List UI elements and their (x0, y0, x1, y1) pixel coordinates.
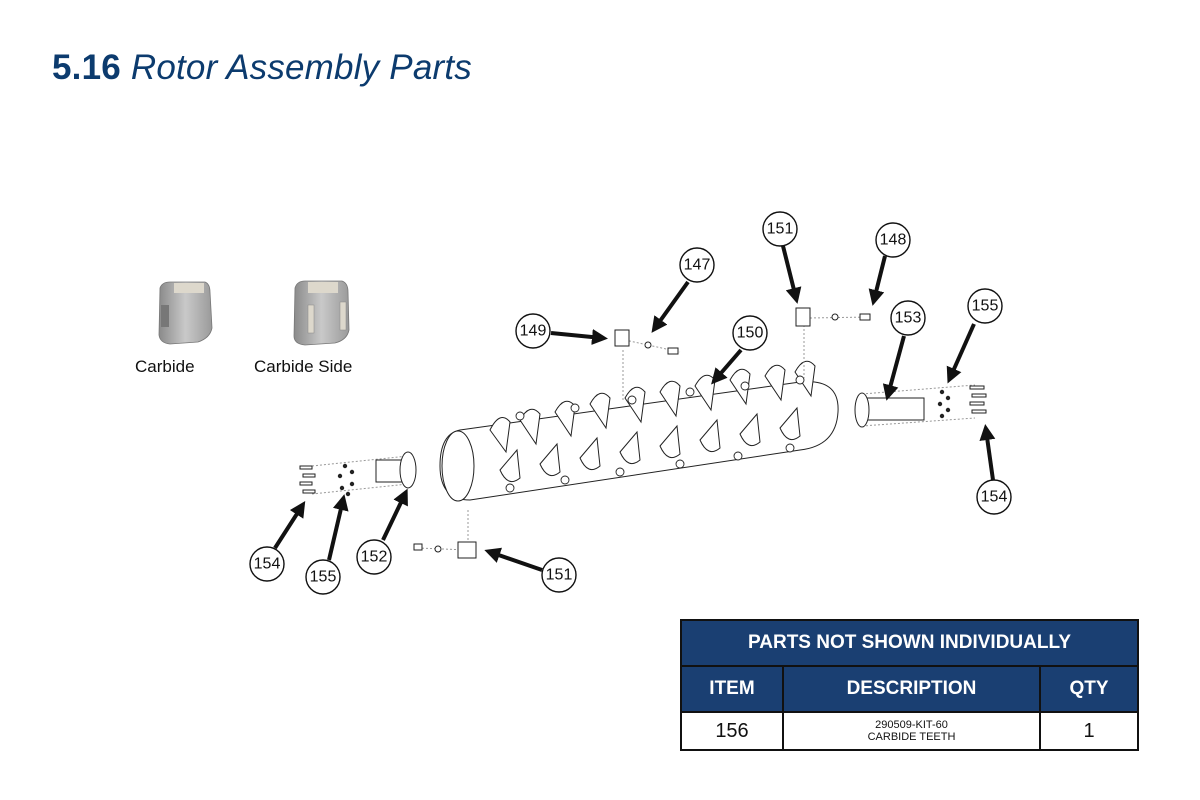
callout-label: 154 (981, 489, 1008, 506)
carbide-side-label: Carbide Side (254, 357, 353, 376)
callout-148: 148 (875, 222, 911, 258)
callout-151-top: 151 (762, 211, 798, 247)
callout-label: 147 (684, 257, 711, 274)
callout-152: 152 (356, 539, 392, 575)
column-header-description: DESCRIPTION (782, 665, 1041, 713)
callout-label: 148 (880, 232, 907, 249)
carbide-side-tooth-icon (293, 280, 350, 346)
description-part-number: 290509-KIT-60 (875, 719, 948, 731)
column-header-qty: QTY (1039, 665, 1139, 713)
callout-151-bottom: 151 (541, 557, 577, 593)
left-shaft-assembly (299, 451, 417, 497)
cell-qty: 1 (1039, 711, 1139, 751)
tooth-hardware-top-right (795, 307, 871, 378)
right-shaft-assembly (854, 384, 987, 428)
parts-not-shown-table: PARTS NOT SHOWN INDIVIDUALLY ITEM DESCRI… (680, 619, 1139, 751)
page-title: 5.16 Rotor Assembly Parts (52, 48, 472, 88)
callout-label: 149 (520, 323, 547, 340)
tooth-hardware-top-left (614, 329, 681, 400)
callout-label: 152 (361, 549, 388, 566)
callout-154-left: 154 (249, 546, 285, 582)
callout-label: 150 (737, 325, 764, 342)
callout-155-right: 155 (967, 288, 1003, 324)
callout-149: 149 (515, 313, 551, 349)
column-header-item: ITEM (680, 665, 784, 713)
callout-label: 151 (546, 567, 573, 584)
callout-147: 147 (679, 247, 715, 283)
rotor-drum (439, 360, 839, 502)
carbide-tooth-icon (158, 281, 213, 345)
cell-description: 290509-KIT-60 CARBIDE TEETH (782, 711, 1041, 751)
table-banner: PARTS NOT SHOWN INDIVIDUALLY (680, 619, 1139, 667)
leader-arrows (273, 245, 996, 572)
callout-label: 151 (767, 221, 794, 238)
cell-item: 156 (680, 711, 784, 751)
callout-154-right: 154 (976, 479, 1012, 515)
tooth-hardware-bottom (413, 510, 477, 559)
callout-label: 155 (310, 569, 337, 586)
description-text: CARBIDE TEETH (867, 731, 956, 743)
section-title: Rotor Assembly Parts (130, 48, 472, 87)
callout-150: 150 (732, 315, 768, 351)
callout-label: 153 (895, 310, 922, 327)
carbide-label: Carbide (135, 357, 195, 376)
callout-label: 155 (972, 298, 999, 315)
callout-155-left: 155 (305, 559, 341, 595)
section-number: 5.16 (52, 48, 121, 87)
callout-label: 154 (254, 556, 281, 573)
callout-153: 153 (890, 300, 926, 336)
table-row: 156 290509-KIT-60 CARBIDE TEETH 1 (680, 711, 1139, 751)
